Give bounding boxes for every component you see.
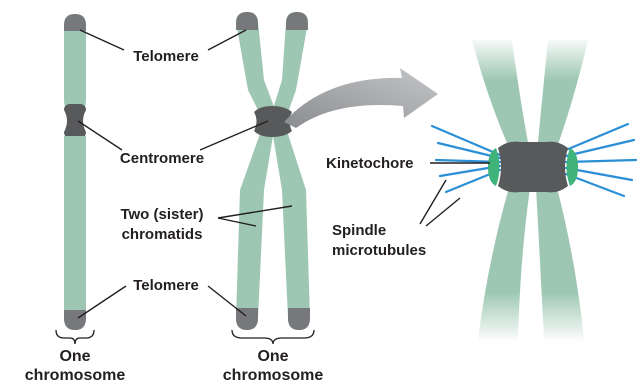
microtubule-right-2 — [566, 140, 634, 156]
centromere-left — [64, 104, 86, 138]
single-chromosome-lower-arm — [64, 136, 86, 330]
label-one-chromosome-left-line1: One — [59, 348, 90, 365]
telomere-cap-bottom-left — [64, 310, 86, 330]
label-sister-chromatids-line1: Two (sister) — [120, 206, 203, 223]
label-one-chromosome-left-line2: chromosome — [25, 367, 126, 384]
closeup-fade-top — [460, 36, 600, 80]
label-one-chromosome-right-line1: One — [257, 348, 288, 365]
chromatid-left-lower-arm — [236, 128, 274, 330]
telomere-cap-bottom-middle-right — [288, 308, 310, 330]
replicated-chromosome — [236, 12, 310, 330]
label-kinetochore: Kinetochore — [326, 155, 414, 172]
label-spindle-line1: Spindle — [332, 222, 386, 239]
label-telomere-bottom: Telomere — [133, 277, 199, 294]
label-sister-chromatids-line2: chromatids — [122, 226, 203, 243]
label-centromere: Centromere — [120, 150, 204, 167]
telomere-cap-top-left — [64, 14, 86, 31]
chromatid-right-lower-arm — [272, 128, 310, 330]
closeup-centromere — [498, 142, 568, 193]
label-one-chromosome-right-line2: chromosome — [223, 367, 324, 384]
brace-left — [56, 330, 94, 344]
telomere-cap-top-middle-left — [236, 12, 258, 30]
telomere-cap-top-middle-right — [286, 12, 308, 30]
microtubule-right-1 — [566, 124, 628, 150]
label-spindle-line2: microtubules — [332, 242, 426, 259]
leader-spindle-1 — [420, 180, 446, 224]
brace-right — [232, 330, 314, 344]
label-telomere-top: Telomere — [133, 48, 199, 65]
magnify-arrow — [284, 68, 438, 128]
single-chromosome — [64, 14, 86, 330]
centromere-closeup — [432, 36, 636, 342]
closeup-fade-bottom — [460, 292, 600, 342]
leader-spindle-2 — [426, 198, 460, 226]
leader-telomere-top-left — [80, 30, 124, 50]
kinetochore-left — [488, 148, 500, 186]
